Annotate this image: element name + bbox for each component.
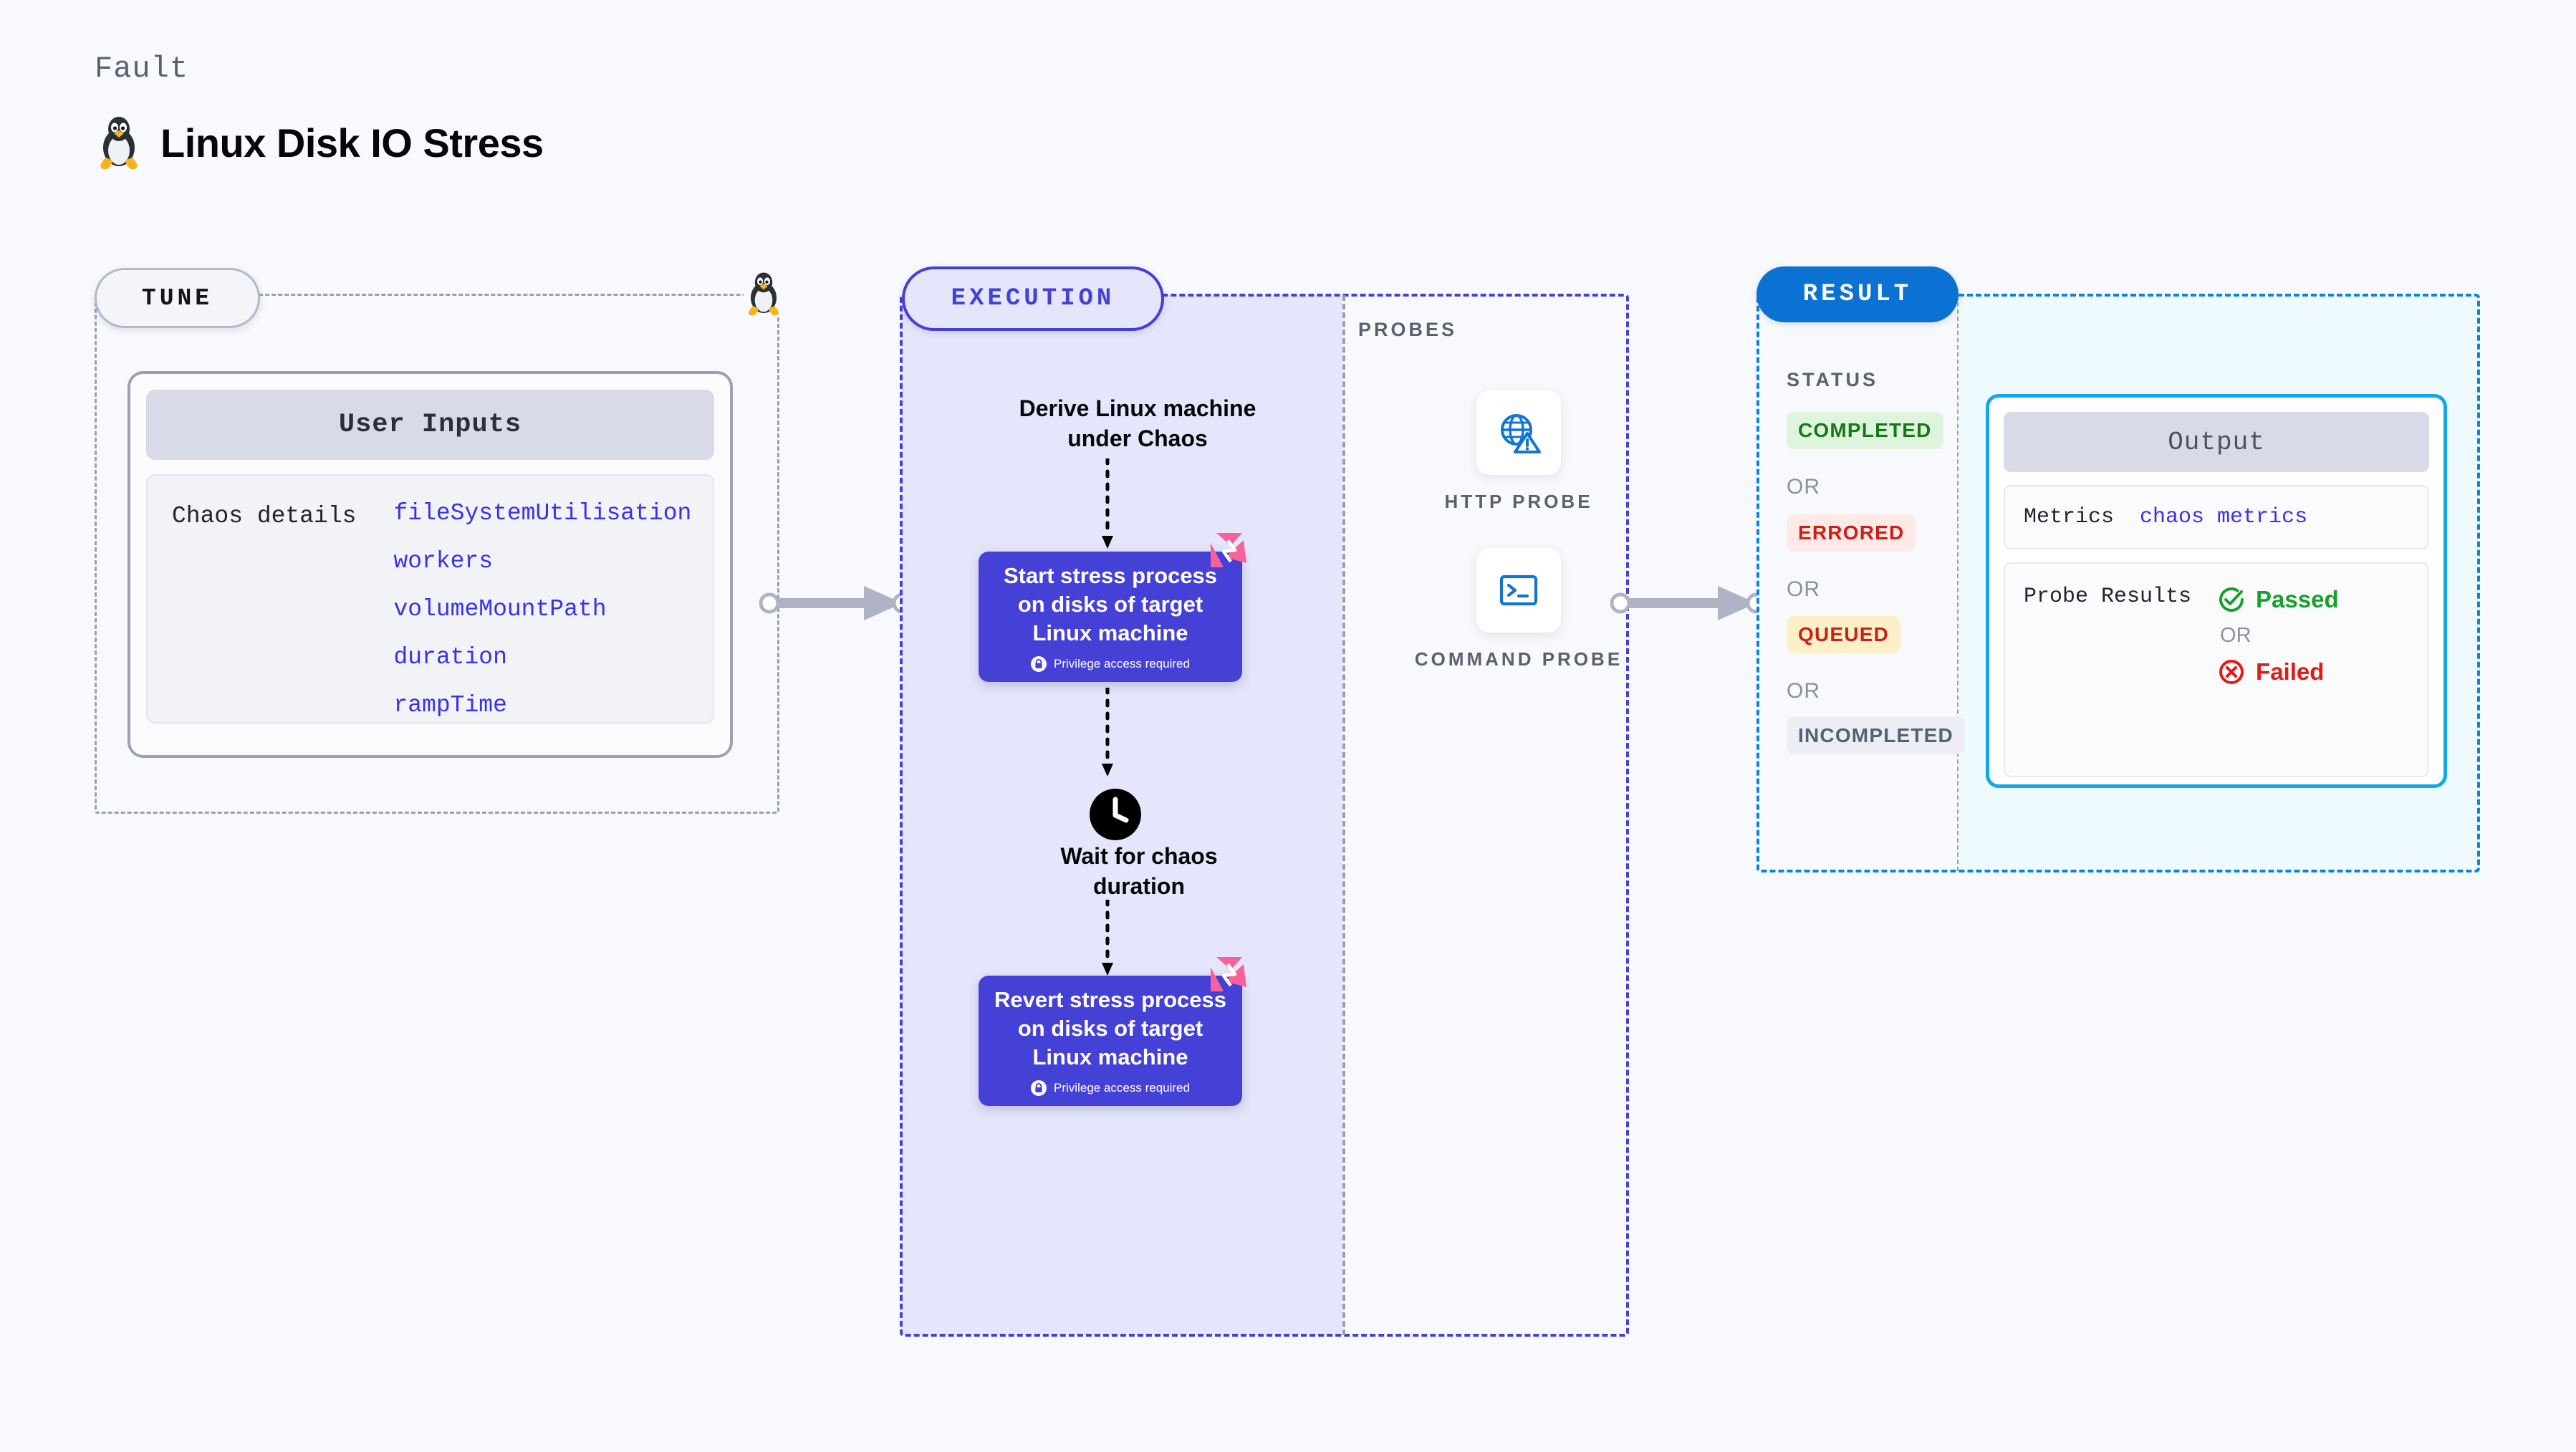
x-circle-icon: [2219, 660, 2244, 684]
status-badge-errored: ERRORED: [1787, 514, 1916, 552]
execution-region: [900, 294, 1629, 1337]
revert-privilege-text: Privilege access required: [1054, 1080, 1190, 1095]
terminal-icon: [1499, 574, 1538, 606]
wait-step-label: Wait for chaos duration: [1060, 843, 1218, 899]
status-badge-incompleted: INCOMPLETED: [1787, 717, 1965, 754]
clock-icon: [1090, 789, 1141, 840]
param-ramp-time[interactable]: rampTime: [393, 692, 507, 718]
start-privilege-note: Privilege access required: [1031, 655, 1190, 672]
result-status-divider: [1957, 295, 1959, 871]
derive-step-label: Derive Linux machine under Chaos: [1019, 395, 1256, 451]
revert-stress-step[interactable]: Revert stress process on disks of target…: [979, 957, 1246, 1106]
page-title: Linux Disk IO Stress: [160, 120, 544, 165]
litmus-fault-marker-icon: [1211, 957, 1246, 991]
globe-warning-icon: [1501, 414, 1541, 453]
probes-section-label: PROBES: [1358, 319, 1458, 340]
status-badge-completed: COMPLETED: [1787, 412, 1943, 449]
lock-icon: [1031, 655, 1047, 672]
arrow-wait-to-revert: [1102, 900, 1113, 976]
execution-pill[interactable]: EXECUTION: [902, 266, 1164, 331]
status-section-label: STATUS: [1787, 369, 1878, 390]
linux-tux-icon: [100, 117, 138, 170]
param-duration[interactable]: duration: [393, 644, 507, 670]
param-workers[interactable]: workers: [393, 548, 494, 574]
probe-http[interactable]: HTTP PROBE: [1411, 390, 1626, 514]
start-stress-step[interactable]: Start stress process on disks of target …: [979, 533, 1246, 682]
chaos-params-list: fileSystemUtilisation workers volumeMoun…: [393, 500, 691, 722]
command-probe-label: COMMAND PROBE: [1414, 648, 1623, 670]
verdict-or: OR: [2220, 624, 2251, 647]
status-or-3: OR: [1787, 679, 1820, 703]
chaos-details-label: Chaos details: [172, 503, 357, 529]
probe-results-row: Probe Results Passed OR Failed: [2004, 562, 2429, 777]
start-privilege-text: Privilege access required: [1054, 656, 1190, 670]
check-circle-icon: [2219, 587, 2244, 612]
probe-results-key-text: Probe Results: [2024, 585, 2192, 609]
revert-privilege-note: Privilege access required: [1031, 1080, 1190, 1096]
metrics-row: Metrics chaos metrics: [2004, 485, 2429, 549]
user-inputs-card: User Inputs Chaos details fileSystemUtil…: [128, 371, 733, 758]
tune-pill[interactable]: TUNE: [95, 268, 260, 328]
tune-region: [95, 294, 779, 814]
output-header: Output: [2004, 412, 2429, 472]
command-probe-tile[interactable]: [1476, 548, 1561, 633]
status-or-1: OR: [1787, 475, 1820, 499]
probes-divider: [1342, 295, 1345, 1335]
http-probe-label: HTTP PROBE: [1444, 491, 1593, 512]
status-or-2: OR: [1787, 577, 1820, 601]
status-badge-queued: QUEUED: [1787, 616, 1900, 653]
result-pill[interactable]: RESULT: [1756, 266, 1959, 322]
arrow-derive-to-start: [1102, 458, 1113, 549]
arrow-start-to-wait: [1102, 688, 1113, 777]
verdict-passed: Passed: [2217, 585, 2339, 614]
probe-results-key: Probe Results: [2024, 582, 2191, 612]
result-status-fill: [1758, 295, 1957, 871]
start-stress-title: Start stress process on disks of target …: [1003, 563, 1218, 645]
chaos-details-panel: Chaos details fileSystemUtilisation work…: [146, 474, 714, 723]
linux-tux-icon-badge: [744, 271, 784, 317]
probe-command[interactable]: COMMAND PROBE: [1411, 548, 1626, 672]
verdict-failed-label: Failed: [2256, 658, 2325, 685]
verdict-passed-label: Passed: [2256, 586, 2339, 612]
metrics-key: Metrics: [2024, 504, 2115, 529]
verdict-failed: Failed: [2217, 658, 2339, 686]
metrics-value[interactable]: chaos metrics: [2140, 505, 2308, 529]
page-title-row: Linux Disk IO Stress: [95, 115, 544, 170]
lock-icon: [1031, 1080, 1047, 1096]
connector-tune-to-execution: [759, 586, 913, 620]
litmus-fault-marker-icon: [1211, 533, 1246, 567]
param-file-system-utilisation[interactable]: fileSystemUtilisation: [393, 500, 692, 527]
http-probe-tile[interactable]: [1476, 390, 1561, 475]
page-kicker: Fault: [95, 52, 189, 86]
param-volume-mount-path[interactable]: volumeMountPath: [393, 596, 607, 622]
connector-execution-to-result: [1610, 586, 1767, 620]
output-card: Output Metrics chaos metrics Probe Resul…: [1986, 394, 2447, 788]
probe-verdicts: Passed OR Failed: [2217, 582, 2339, 686]
revert-stress-title: Revert stress process on disks of target…: [994, 987, 1226, 1069]
user-inputs-header: User Inputs: [146, 390, 714, 460]
result-region: [1756, 294, 2480, 872]
